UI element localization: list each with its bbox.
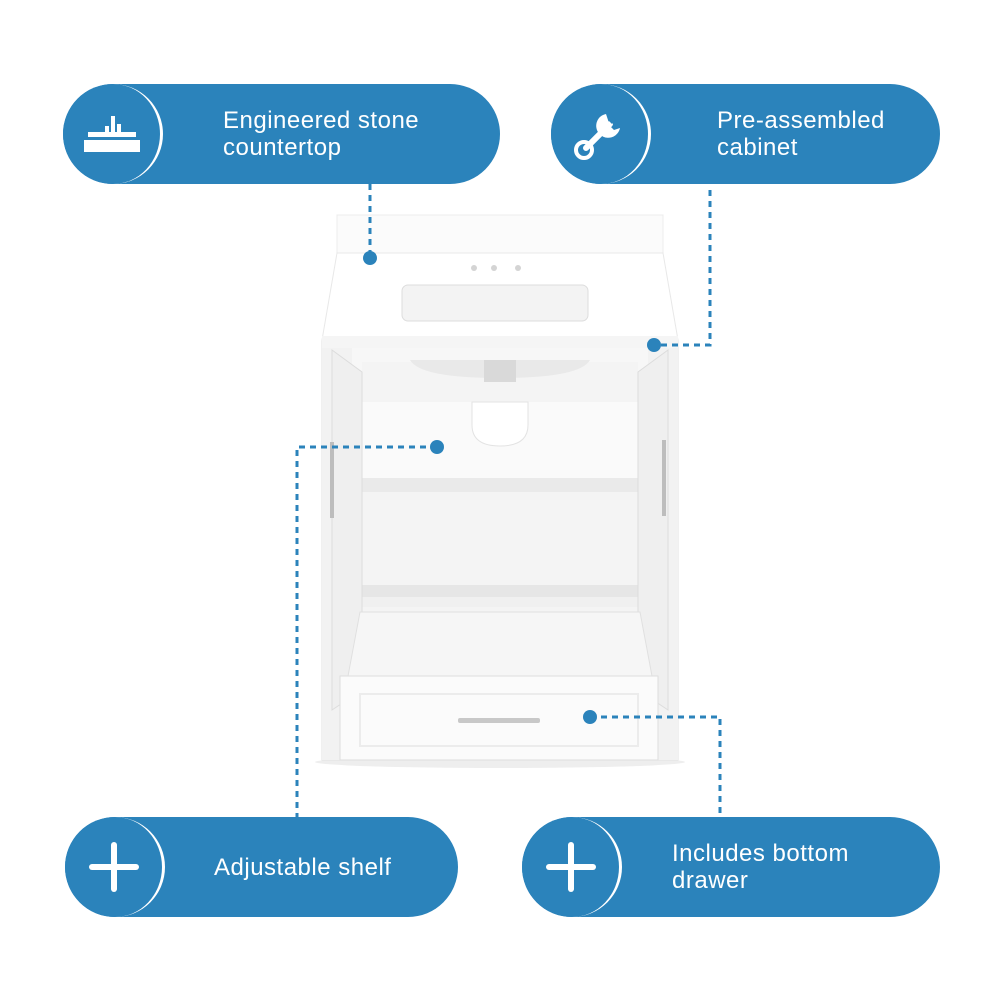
- leader-drawer: [590, 715, 722, 826]
- callout-label: Pre-assembled cabinet: [717, 107, 885, 161]
- right-door-handle: [662, 440, 666, 516]
- engineered-stone-countertop: [321, 214, 679, 348]
- countertop-icon: [63, 84, 163, 184]
- callout-label: Engineered stone countertop: [223, 107, 420, 161]
- bottom-drawer: [339, 611, 659, 761]
- callout-countertop: Engineered stone countertop: [63, 84, 500, 184]
- plus-icon: [65, 817, 165, 917]
- wrench-icon: [551, 84, 651, 184]
- drawer-handle: [458, 718, 540, 723]
- leader-shelf: [295, 445, 437, 828]
- left-door-handle: [330, 442, 334, 518]
- leader-dots: [363, 251, 661, 724]
- callout-label: Includes bottom drawer: [672, 840, 849, 894]
- leader-cabinet: [654, 190, 712, 347]
- callout-label: Adjustable shelf: [214, 853, 392, 881]
- leader-lines: [295, 184, 722, 828]
- callout-cabinet: Pre-assembled cabinet: [551, 84, 940, 184]
- cabinet-doors: [330, 349, 669, 711]
- plus-icon: [522, 817, 622, 917]
- callout-shelf: Adjustable shelf: [65, 817, 458, 917]
- callout-drawer: Includes bottom drawer: [522, 817, 940, 917]
